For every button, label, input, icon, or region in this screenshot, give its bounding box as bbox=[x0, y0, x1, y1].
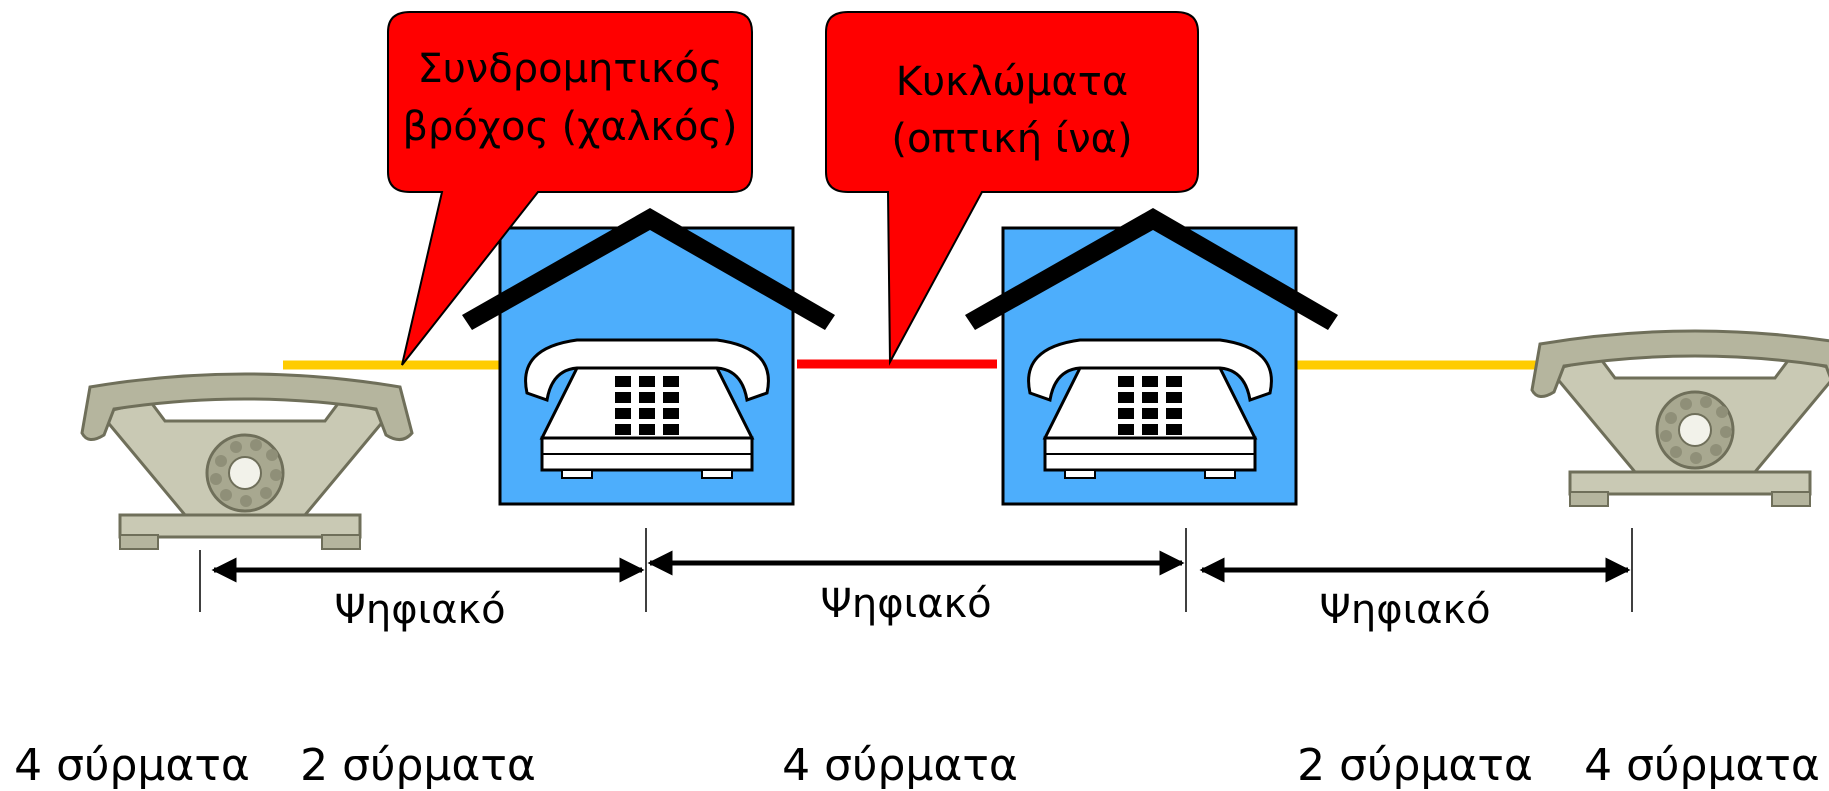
wire-label-4: 2 σύρματα bbox=[1297, 740, 1533, 791]
push-button-telephone-icon bbox=[1027, 338, 1273, 480]
wire-label-3: 4 σύρματα bbox=[782, 740, 1018, 791]
wire-label-2: 2 σύρματα bbox=[300, 740, 536, 791]
segment-label-right: Ψηφιακό bbox=[1319, 587, 1490, 633]
callout-subscriber-loop-line2: βρόχος (χαλκός) bbox=[402, 104, 737, 150]
segment-label-left: Ψηφιακό bbox=[334, 587, 505, 633]
callout-trunks-line1: Κυκλώματα bbox=[896, 59, 1128, 105]
push-button-telephone-icon bbox=[524, 338, 770, 480]
exchange-building-left bbox=[462, 208, 835, 506]
callout-trunks: Κυκλώματα (οπτική ίνα) bbox=[825, 11, 1199, 366]
wire-label-5: 4 σύρματα bbox=[1584, 740, 1820, 791]
callout-trunks-line2: (οπτική ίνα) bbox=[891, 116, 1132, 162]
callout-subscriber-loop-line1: Συνδρομητικός bbox=[417, 46, 722, 92]
rotary-telephone-icon-right bbox=[1530, 329, 1829, 508]
segment-label-middle: Ψηφιακό bbox=[820, 581, 991, 627]
exchange-building-right bbox=[965, 208, 1338, 506]
rotary-telephone-icon-left bbox=[80, 372, 414, 551]
callout-subscriber-loop: Συνδρομητικός βρόχος (χαλκός) bbox=[387, 11, 753, 366]
wire-label-1: 4 σύρματα bbox=[14, 740, 250, 791]
